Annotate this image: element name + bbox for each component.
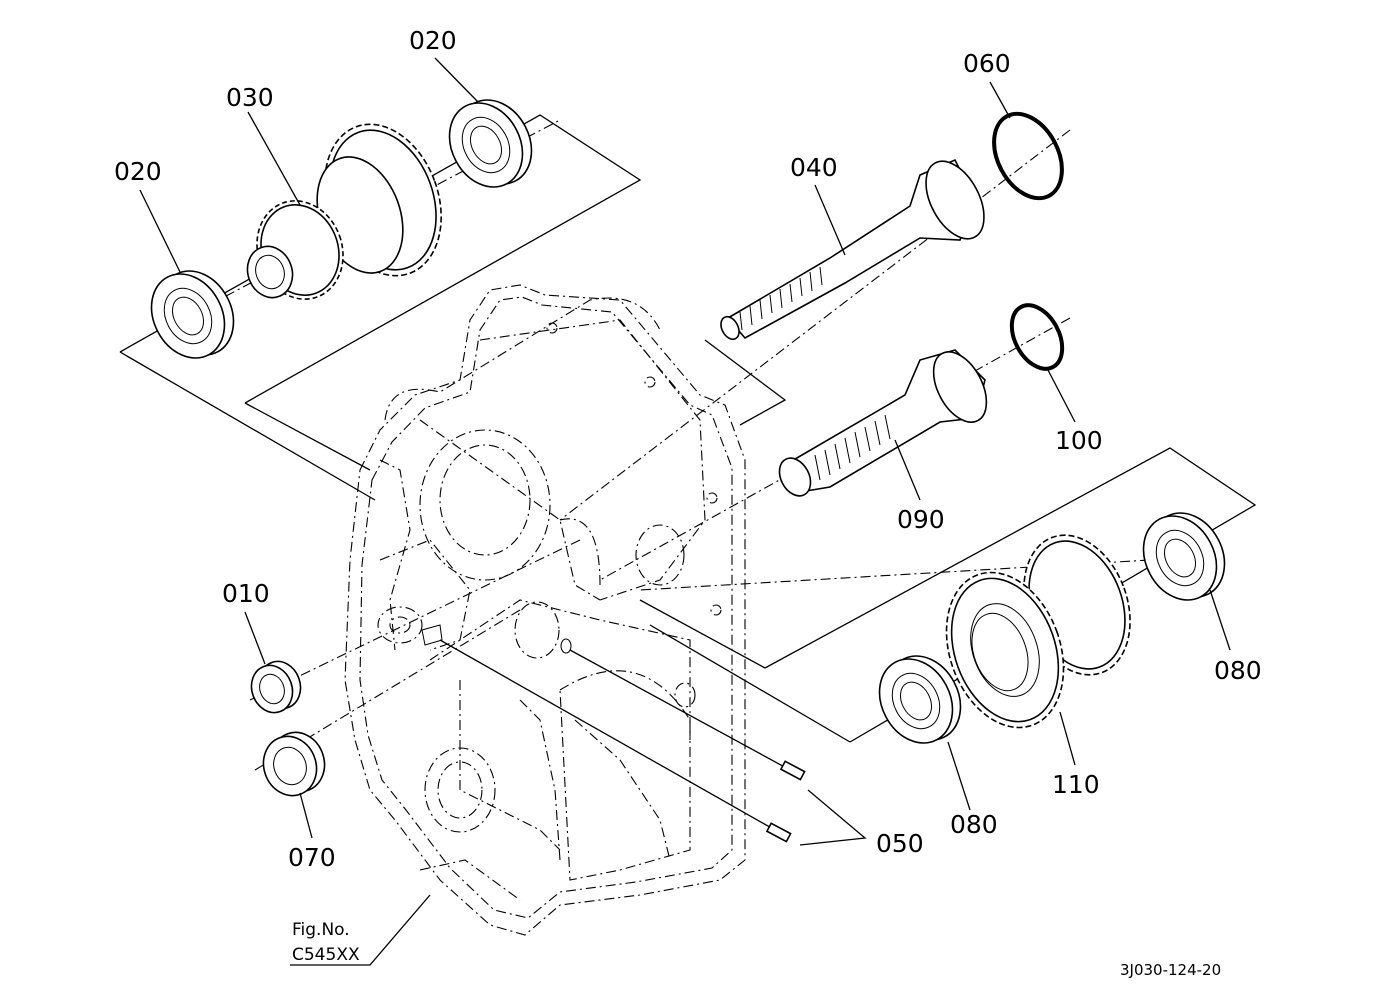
part-label-110: 110	[1052, 770, 1100, 799]
bearing-080-lower	[878, 655, 962, 744]
gear-case-housing-icon	[344, 284, 746, 936]
gear-030-cluster	[246, 123, 442, 300]
drawing-code: 3J030-124-20	[1120, 961, 1221, 979]
part-label-020-left: 020	[114, 157, 162, 186]
shaft-040	[720, 158, 985, 341]
o-ring-100-icon	[1009, 303, 1065, 371]
part-label-030: 030	[226, 83, 274, 112]
part-label-010: 010	[222, 579, 270, 608]
bearing-080-upper	[1142, 512, 1226, 601]
part-label-090: 090	[897, 505, 945, 534]
bearing-020-top	[448, 99, 533, 188]
part-label-080-lower: 080	[950, 810, 998, 839]
part-label-080-upper: 080	[1214, 656, 1262, 685]
part-number-labels: 020 030 020 010 070 060 040 100 090 080 …	[114, 26, 1262, 872]
part-label-070: 070	[288, 843, 336, 872]
part-label-020-top: 020	[409, 26, 457, 55]
leader-lines	[139, 57, 1231, 966]
part-label-100: 100	[1055, 426, 1103, 455]
pin-050-icon	[765, 760, 806, 843]
part-label-060: 060	[963, 49, 1011, 78]
part-label-040: 040	[790, 153, 838, 182]
gear-110-cluster	[945, 534, 1131, 729]
oil-seal-070-icon	[262, 731, 326, 797]
figure-caption-line2: C545XX	[292, 945, 360, 965]
shaft-090	[778, 349, 988, 497]
figure-caption-line1: Fig.No.	[292, 920, 350, 940]
oil-seal-010-icon	[250, 660, 302, 714]
o-ring-060-icon	[992, 111, 1064, 201]
bearing-020-left	[150, 270, 235, 359]
part-label-050: 050	[876, 829, 924, 858]
